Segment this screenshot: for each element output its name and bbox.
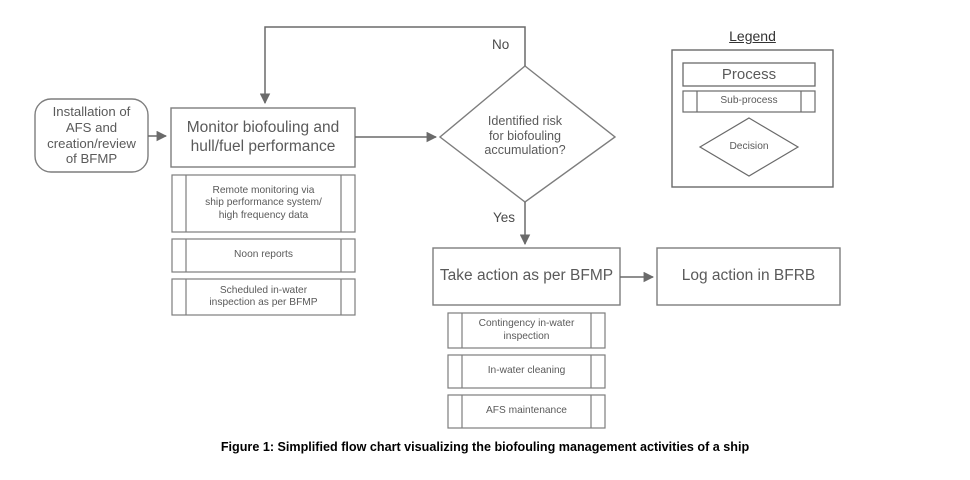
shape-legend-decision xyxy=(698,117,800,177)
figure-caption: Figure 1: Simplified flow chart visualiz… xyxy=(220,440,750,454)
shape-legend-subprocess xyxy=(682,90,816,113)
shape-monitor-subprocess-1 xyxy=(171,174,356,233)
shape-legend-process xyxy=(682,62,816,87)
shape-monitor-subprocess-3 xyxy=(171,278,356,316)
shape-monitor-subprocess-2 xyxy=(171,238,356,273)
shape-start-node xyxy=(34,98,149,173)
shape-monitor-node xyxy=(170,107,356,168)
connector-no-feedback-loop xyxy=(259,26,526,105)
shape-take-action-node xyxy=(432,247,621,306)
shape-action-subprocess-1 xyxy=(447,312,606,349)
shape-action-subprocess-2 xyxy=(447,354,606,389)
shape-log-action-node xyxy=(656,247,841,306)
shape-decision-node xyxy=(438,65,617,203)
shape-legend-panel xyxy=(671,49,834,188)
shape-action-subprocess-3 xyxy=(447,394,606,429)
